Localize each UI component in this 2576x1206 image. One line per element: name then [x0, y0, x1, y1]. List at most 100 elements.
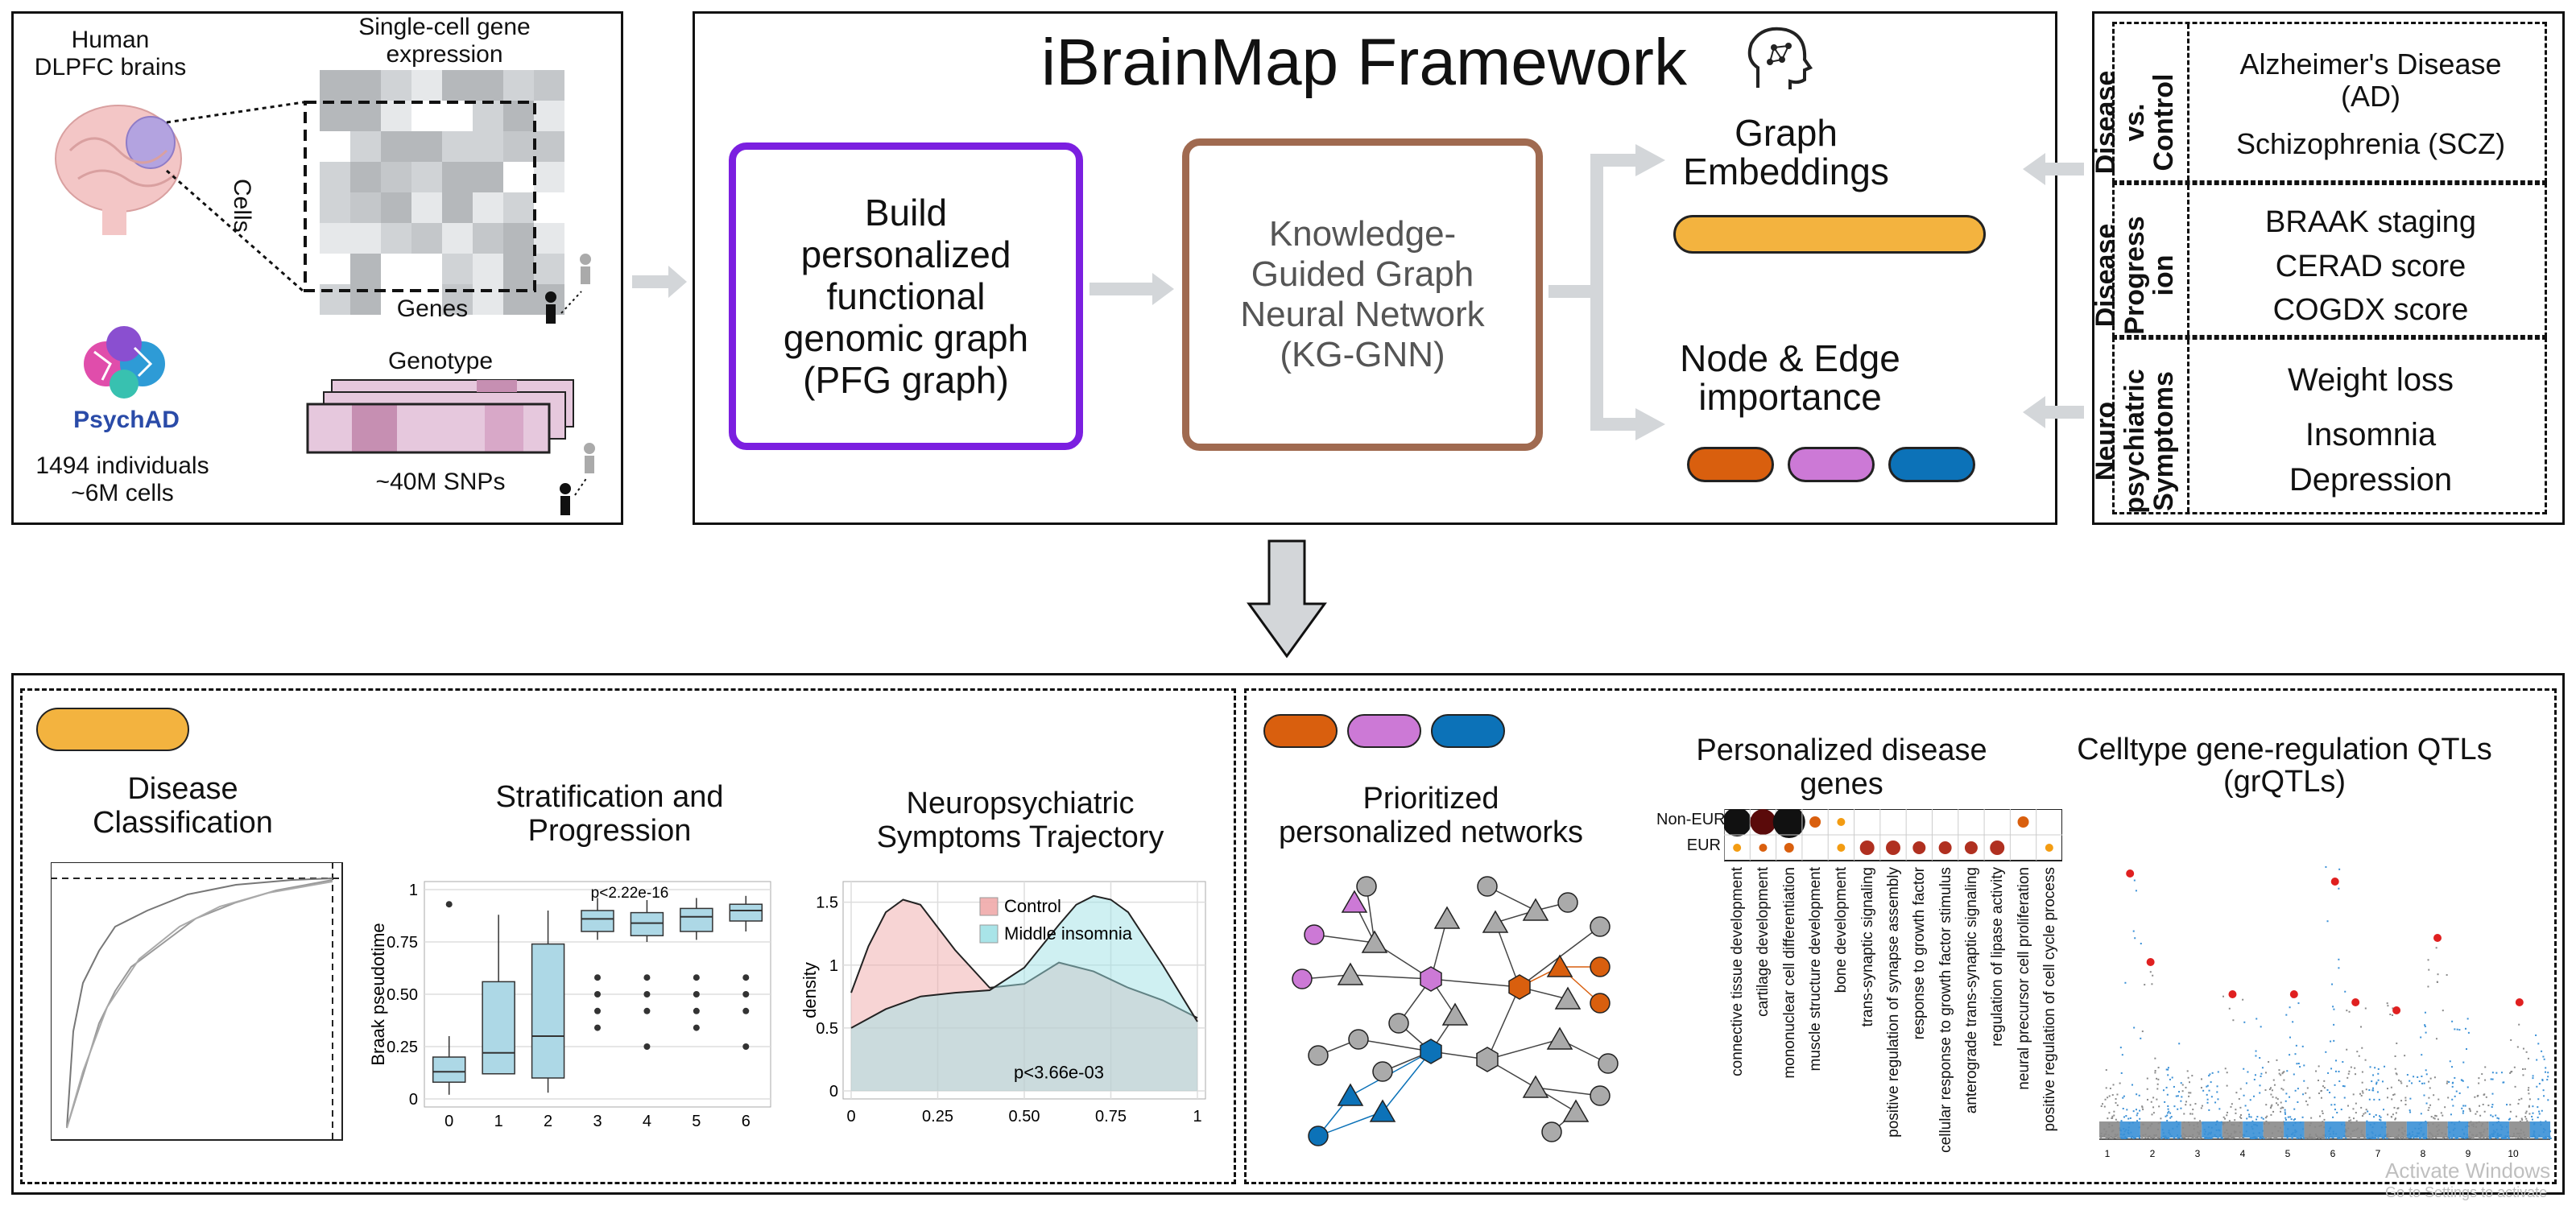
snp-point — [2538, 1110, 2541, 1113]
snp-band — [2099, 1121, 2120, 1138]
snp-point — [2322, 1085, 2324, 1088]
snp-point — [2462, 1112, 2464, 1114]
snp-point — [2180, 1100, 2182, 1102]
snp-point — [2224, 1117, 2227, 1120]
snp-point — [2338, 967, 2340, 969]
y-tick-label: 0.75 — [387, 934, 418, 952]
snp-point — [2430, 1137, 2433, 1139]
snp-point — [2141, 1137, 2144, 1139]
snp-point — [2392, 1113, 2394, 1116]
snp-point — [2519, 1120, 2521, 1122]
snp-point — [2208, 1089, 2210, 1092]
matrix-cell — [381, 223, 411, 254]
snp-point — [2264, 1137, 2267, 1139]
snp-point — [2109, 1087, 2111, 1089]
snp-point — [2516, 1046, 2519, 1048]
snp-point — [2537, 1106, 2539, 1109]
snp-point — [2194, 1138, 2197, 1139]
snp-point — [2113, 1110, 2115, 1113]
snp-point — [2341, 1137, 2343, 1139]
matrix-cell — [534, 162, 564, 192]
snp-point — [2358, 1137, 2360, 1139]
snp-point — [2532, 1077, 2534, 1080]
snp-point — [2444, 1106, 2446, 1109]
snp-point — [2152, 1106, 2155, 1109]
snp-point — [2517, 1137, 2520, 1139]
snp-point — [2136, 1093, 2138, 1096]
network-node — [1356, 876, 1377, 897]
snp-point — [2140, 1037, 2142, 1039]
snp-point — [2509, 1110, 2512, 1113]
matrix-cell — [473, 70, 503, 101]
heatmap-row-label: Non-EUR — [1656, 811, 1726, 828]
snp-point — [2183, 1113, 2185, 1115]
snp-point — [2127, 1117, 2130, 1120]
snp-point — [2152, 1097, 2155, 1099]
snp-point — [2169, 1078, 2171, 1080]
snp-point — [2192, 1109, 2194, 1111]
snp-point — [2334, 1084, 2336, 1086]
input-panel: Human DLPFC brains Single-cell gene expr… — [11, 11, 623, 525]
windows-watermark: Activate Windows — [2385, 1159, 2551, 1183]
heatmap-grid — [1724, 809, 2062, 861]
snp-point — [2545, 1137, 2548, 1139]
box — [482, 981, 515, 1075]
snp-point — [2508, 1118, 2510, 1121]
snp-point — [2111, 1117, 2113, 1119]
personalized-network — [1292, 876, 1619, 1146]
snp-point — [2449, 1060, 2451, 1063]
network-edge — [1358, 1039, 1432, 1052]
snp-point — [2364, 1007, 2367, 1010]
lead-qtl-marker — [2433, 934, 2442, 942]
snp-point — [2338, 1070, 2340, 1072]
snp-point — [2411, 1082, 2413, 1084]
snp-point — [2167, 1137, 2169, 1139]
snp-point — [2318, 1065, 2320, 1068]
snp-point — [2446, 974, 2448, 977]
network-node — [1372, 1061, 1393, 1082]
outlier-point — [693, 1007, 700, 1014]
outlier-point — [594, 974, 601, 981]
snp-point — [2297, 1088, 2299, 1090]
snp-point — [2107, 1117, 2109, 1120]
snp-point — [2541, 1109, 2543, 1112]
snp-point — [2262, 1117, 2264, 1120]
person-icon — [560, 443, 595, 515]
snp-point — [2434, 1114, 2437, 1117]
disease-genes-heatmap: Non-EUR EUR connective tissue developmen… — [1656, 809, 2075, 1187]
snp-point — [2361, 1081, 2363, 1084]
snp-point — [2427, 1109, 2429, 1111]
snp-point — [2136, 1114, 2138, 1117]
snp-point — [2273, 1084, 2276, 1086]
snp-point — [2209, 1073, 2211, 1076]
snp-point — [2311, 1137, 2313, 1139]
arrow-right — [1090, 273, 1174, 305]
snp-point — [2151, 1137, 2153, 1139]
snp-point — [2276, 1059, 2278, 1061]
snp-point — [2478, 1077, 2480, 1080]
snp-point — [2518, 1098, 2520, 1101]
snp-point — [2489, 1137, 2491, 1139]
snp-point — [2123, 1095, 2125, 1097]
heatmap-dot — [1886, 840, 1900, 855]
snp-point — [2484, 1079, 2487, 1081]
snp-point — [2361, 1047, 2363, 1049]
box — [630, 911, 664, 936]
snp-point — [2323, 1118, 2326, 1121]
snp-band — [2447, 1121, 2469, 1138]
snp-point — [2123, 1137, 2125, 1139]
snp-point — [2305, 1100, 2307, 1102]
heatmap-column-label: trans-synaptic signaling — [1859, 867, 1876, 1027]
node-importance-pill — [1687, 447, 1774, 482]
snp-point — [2404, 1055, 2406, 1057]
snp-point — [2270, 1093, 2272, 1096]
snp-point — [2325, 1137, 2327, 1139]
snp-point — [2192, 1137, 2194, 1139]
snp-point — [2375, 1113, 2377, 1116]
snp-point — [2462, 1080, 2464, 1082]
snp-point — [2238, 1097, 2240, 1100]
genotype-label: Genotype — [387, 348, 494, 374]
snp-point — [2544, 1071, 2546, 1073]
snp-point — [2181, 1084, 2184, 1086]
snp-point — [2406, 1074, 2409, 1076]
